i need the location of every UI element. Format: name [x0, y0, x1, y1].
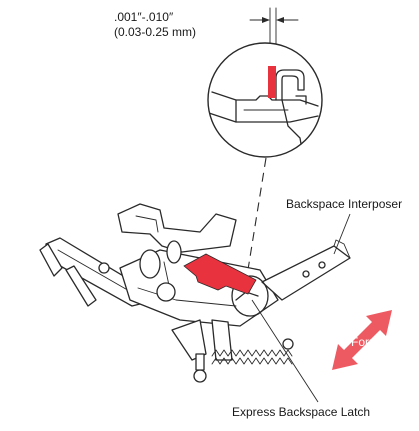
- lower-post-stem: [195, 353, 205, 371]
- callout-interposer: Backspace Interposer: [286, 197, 402, 255]
- spring-anchor: [282, 338, 294, 350]
- pawl-tip: [295, 95, 307, 105]
- dimension-arrowhead-left: [262, 17, 270, 23]
- interposer-tab-detail: [268, 66, 276, 98]
- roller-lower: [156, 282, 176, 302]
- leader-interposer: [333, 213, 351, 255]
- left-lower-link: [65, 265, 97, 307]
- interposer-slot-2: [318, 261, 326, 269]
- latch-joint-ring: [231, 275, 269, 317]
- lower-post: [171, 319, 207, 361]
- interposer-end: [333, 239, 351, 259]
- left-lever-end: [39, 243, 63, 277]
- interposer-slot-1: [302, 270, 310, 278]
- return-spring-back: [211, 357, 293, 365]
- backspace-assembly: [39, 203, 351, 383]
- callout-latch: Express Backspace Latch: [232, 299, 370, 419]
- dimension-inches: .001″-.010″: [114, 10, 174, 24]
- lever-pivot-hole: [98, 262, 110, 274]
- detail-leader-dashed: [245, 157, 267, 283]
- carrier-ridge: [137, 287, 237, 307]
- lower-pivot-eye: [193, 369, 207, 383]
- pawl-arm: [281, 99, 303, 151]
- upper-bracket: [117, 203, 237, 253]
- return-spring: [211, 349, 293, 357]
- detail-magnifier: [207, 42, 323, 158]
- pawl-hook: [275, 69, 305, 101]
- double-headed-arrow: [332, 310, 392, 370]
- lower-bracket: [211, 319, 233, 361]
- latch-plate-top-edge: [211, 91, 319, 107]
- roller-mid: [166, 240, 182, 264]
- label-backspace-interposer: Backspace Interposer: [286, 197, 402, 211]
- magnifier-circle: [207, 42, 323, 158]
- roller-left: [139, 249, 161, 279]
- leader-latch: [251, 299, 319, 403]
- label-form: Form: [351, 335, 379, 349]
- express-latch-highlight: [183, 253, 257, 295]
- dimension-mm: (0.03-0.25 mm): [114, 25, 196, 39]
- left-lever-edge: [57, 249, 139, 297]
- upper-bracket-fold: [135, 215, 159, 233]
- latch-plate-bottom-edge: [208, 111, 319, 123]
- dimension-arrowhead-right: [276, 17, 284, 23]
- label-express-backspace-latch: Express Backspace Latch: [232, 405, 370, 419]
- form-direction-arrow: Form: [332, 310, 392, 370]
